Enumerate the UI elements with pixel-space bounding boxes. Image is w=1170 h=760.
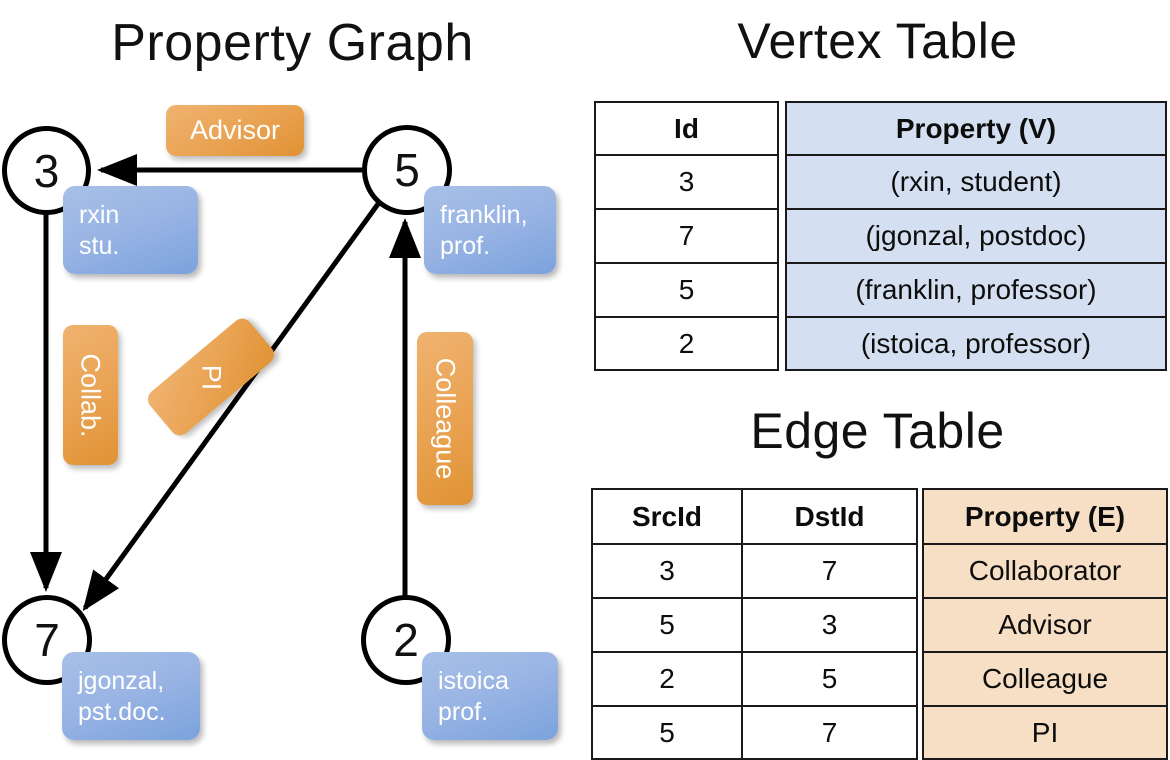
- graph-node-3-property-line1: rxin: [79, 201, 120, 229]
- vertex-table-id-column: Id 3 7 5 2: [594, 101, 779, 371]
- vertex-table-row-property: (istoica, professor): [787, 318, 1165, 369]
- edge-label-pi-text: PI: [196, 364, 227, 390]
- graph-node-7-label: 7: [34, 614, 60, 666]
- graph-node-2-label: 2: [393, 614, 419, 666]
- edge-table-row-property: PI: [924, 707, 1166, 758]
- edge-label-advisor: Advisor: [166, 105, 304, 156]
- graph-edges-svg: [30, 154, 421, 612]
- edge-label-collab: Collab.: [63, 325, 118, 465]
- edge-table-row-property: Collaborator: [924, 545, 1166, 599]
- graph-node-3-label: 3: [33, 144, 60, 197]
- graph-node-5-property-box: franklin, prof.: [424, 186, 556, 274]
- edge-label-collab-text: Collab.: [76, 352, 107, 438]
- edge-table-srcid-column: SrcId 3 5 2 5: [591, 488, 743, 760]
- edge-label-advisor-text: Advisor: [189, 115, 281, 145]
- graph-node-7-property-box: jgonzal, pst.doc.: [62, 652, 200, 740]
- graph-node-5-property-line2: prof.: [440, 232, 491, 260]
- edge-label-colleague: Colleague: [417, 332, 473, 505]
- vertex-table-title: Vertex Table: [737, 13, 1018, 69]
- edge-table-row-srcid: 5: [593, 599, 741, 653]
- edge-table-header-dstid: DstId: [743, 490, 916, 545]
- edge-table-row-srcid: 2: [593, 653, 741, 707]
- edge-table-row-dstid: 5: [743, 653, 916, 707]
- graph-node-7-property-line2: pst.doc.: [78, 698, 166, 726]
- vertex-table-row-property: (franklin, professor): [787, 264, 1165, 318]
- vertex-table-row-id: 3: [596, 156, 777, 210]
- vertex-table-header-property: Property (V): [787, 103, 1165, 156]
- edge-pi-5-to-7: [82, 202, 381, 612]
- vertex-table-row-property: (jgonzal, postdoc): [787, 210, 1165, 264]
- edge-table-dstid-column: DstId 7 3 5 7: [741, 488, 918, 760]
- graph-node-3-property-line2: stu.: [79, 232, 120, 260]
- edge-table-row-property: Advisor: [924, 599, 1166, 653]
- vertex-table-row-id: 5: [596, 264, 777, 318]
- graph-node-3-property-box: rxin stu.: [63, 186, 198, 274]
- vertex-table-row-property: (rxin, student): [787, 156, 1165, 210]
- graph-node-3[interactable]: 3: [2, 126, 91, 215]
- vertex-table-row-id: 2: [678, 327, 695, 359]
- edge-table-row-dstid: 3: [743, 599, 916, 653]
- edge-table-row-dstid: 7: [821, 716, 838, 748]
- edge-table-row-property: Colleague: [924, 653, 1166, 707]
- graph-node-2-property-line1: istoica: [438, 667, 509, 695]
- graph-node-5-label: 5: [394, 144, 420, 196]
- edge-table-property-column: Property (E) Collaborator Advisor Collea…: [922, 488, 1168, 760]
- edge-table-header-property: Property (E): [924, 490, 1166, 545]
- edge-label-colleague-text: Colleague: [430, 357, 461, 480]
- property-graph-diagram: Advisor Collab. PI Colleague 3 rxin stu.…: [2, 105, 558, 740]
- graph-node-5-property-line1: franklin,: [440, 201, 528, 229]
- edge-table-row-srcid: 3: [593, 545, 741, 599]
- graph-node-5[interactable]: 5: [362, 125, 452, 215]
- vertex-table-header-id: Id: [596, 103, 777, 156]
- graph-node-7-property-line1: jgonzal,: [78, 667, 165, 695]
- edge-table-row-dstid: 7: [743, 545, 916, 599]
- property-graph-title: Property Graph: [111, 14, 474, 72]
- graph-node-2-property-box: istoica prof.: [422, 652, 558, 740]
- vertex-table-property-column: Property (V) (rxin, student) (jgonzal, p…: [785, 101, 1167, 371]
- vertex-table-row-id: 7: [596, 210, 777, 264]
- edge-table-header-srcid: SrcId: [593, 490, 741, 545]
- edge-table-title: Edge Table: [750, 403, 1005, 459]
- graph-node-2-property-line2: prof.: [438, 698, 489, 726]
- edge-table-row-srcid: 5: [659, 716, 675, 748]
